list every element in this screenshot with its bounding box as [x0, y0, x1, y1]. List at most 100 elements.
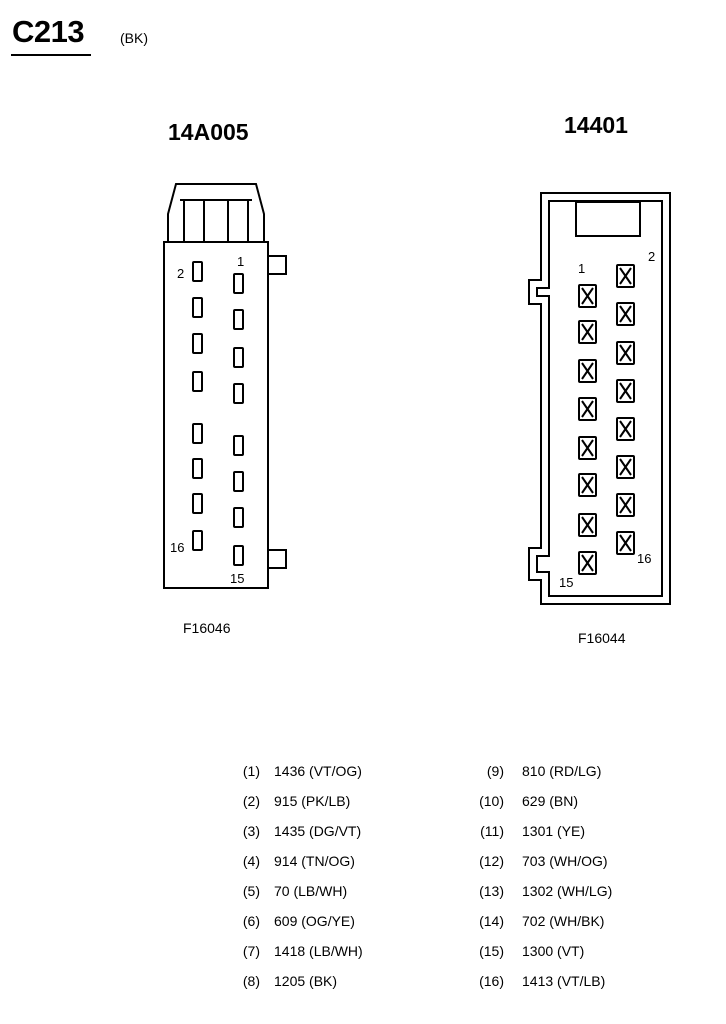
- terminal-cross: [619, 496, 632, 514]
- circuit-label: 1413 (VT/LB): [522, 973, 606, 989]
- pin-number: (9): [486, 763, 504, 779]
- terminal-cross: [619, 534, 632, 552]
- terminal-cross: [581, 287, 594, 305]
- circuit-label: 609 (OG/YE): [274, 913, 355, 929]
- circuit-label: 914 (TN/OG): [274, 853, 355, 869]
- circuit-label: 1436 (VT/OG): [274, 763, 362, 779]
- terminal-slot: [616, 379, 635, 403]
- terminal-cross: [581, 400, 594, 418]
- circuit-label: 703 (WH/OG): [522, 853, 608, 869]
- pin-number: (15): [479, 943, 504, 959]
- terminal-slot: [192, 297, 203, 318]
- circuit-label: 1300 (VT): [522, 943, 585, 959]
- terminal-slot: [233, 507, 244, 528]
- circuit-label: 1418 (LB/WH): [274, 943, 363, 959]
- terminal-cross: [581, 476, 594, 494]
- pin-label: 16: [170, 540, 184, 555]
- terminal-cross: [581, 516, 594, 534]
- circuit-label: 702 (WH/BK): [522, 913, 605, 929]
- terminal-slot: [578, 359, 597, 383]
- terminal-slot: [233, 309, 244, 330]
- pin-label: 16: [637, 551, 651, 566]
- terminal-cross: [619, 305, 632, 323]
- connector-left: [163, 183, 287, 589]
- pin-number: (6): [242, 913, 260, 929]
- terminal-cross: [619, 458, 632, 476]
- pin-labels-left: 2 1 16 15: [170, 254, 244, 586]
- circuit-label: 1205 (BK): [274, 973, 338, 989]
- terminal-slot: [578, 551, 597, 575]
- pin-number: (1): [242, 763, 260, 779]
- pin-number: (3): [242, 823, 260, 839]
- terminal-slot: [192, 333, 203, 354]
- circuit-label: 915 (PK/LB): [274, 793, 351, 809]
- circuit-label: 1301 (YE): [522, 823, 586, 839]
- terminal-slot: [616, 455, 635, 479]
- pin-label: 1: [237, 254, 244, 269]
- terminal-slot: [578, 436, 597, 460]
- terminal-slot: [192, 423, 203, 444]
- circuit-label: 1302 (WH/LG): [522, 883, 613, 899]
- terminal-cross: [581, 554, 594, 572]
- terminal-slot: [578, 513, 597, 537]
- terminal-slot: [616, 302, 635, 326]
- pin-label: 2: [177, 266, 184, 281]
- part-number-left: 14A005: [168, 119, 249, 145]
- pin-number: (13): [479, 883, 504, 899]
- pin-label: 15: [559, 575, 573, 590]
- terminal-column: [233, 273, 244, 566]
- terminal-slot: [192, 530, 203, 551]
- pin-labels-right: 1 2 15 16: [559, 249, 655, 590]
- terminal-cross: [619, 267, 632, 285]
- terminal-cross: [581, 323, 594, 341]
- part-number-right: 14401: [564, 112, 628, 138]
- terminal-cross: [581, 362, 594, 380]
- terminal-slot: [233, 383, 244, 404]
- pin-number: (16): [479, 973, 504, 989]
- terminal-slot: [616, 531, 635, 555]
- terminal-column: [578, 284, 597, 575]
- terminal-slot: [192, 261, 203, 282]
- connector-right-inner: [536, 200, 663, 597]
- terminal-slot: [233, 347, 244, 368]
- terminal-slot: [233, 545, 244, 566]
- figure-id-left: F16046: [183, 620, 231, 636]
- connector-right: [528, 192, 671, 605]
- connector-left-tab-top: [268, 255, 287, 275]
- circuit-label: 1435 (DG/VT): [274, 823, 362, 839]
- terminal-slot: [578, 320, 597, 344]
- pin-label: 1: [578, 261, 585, 276]
- terminal-slot: [578, 397, 597, 421]
- terminal-slot: [192, 493, 203, 514]
- pin-label: 15: [230, 571, 244, 586]
- terminal-slot: [616, 493, 635, 517]
- circuit-label: 810 (RD/LG): [522, 763, 602, 779]
- pin-number: (14): [479, 913, 504, 929]
- pin-number: (2): [242, 793, 260, 809]
- pin-number: (11): [480, 823, 504, 839]
- connector-left-body: [163, 241, 269, 589]
- terminal-slot: [192, 371, 203, 392]
- connector-right-outer: [528, 192, 671, 605]
- terminal-column: [192, 261, 203, 551]
- terminal-slot: [578, 473, 597, 497]
- connector-left-tab-bottom: [268, 549, 287, 569]
- figure-id-right: F16044: [578, 630, 626, 646]
- circuit-label: 70 (LB/WH): [274, 883, 348, 899]
- pin-number: (12): [479, 853, 504, 869]
- terminal-cross: [619, 382, 632, 400]
- title-underline: [11, 54, 91, 56]
- connector-right-key: [575, 201, 641, 237]
- terminal-slot: [616, 417, 635, 441]
- terminal-slot: [616, 264, 635, 288]
- terminal-cross: [619, 344, 632, 362]
- terminal-slot: [233, 273, 244, 294]
- terminal-cross: [619, 420, 632, 438]
- terminal-slot: [233, 435, 244, 456]
- terminal-slot: [578, 284, 597, 308]
- terminal-slot: [192, 458, 203, 479]
- connector-left-latch: [167, 183, 265, 242]
- pin-number: (7): [242, 943, 260, 959]
